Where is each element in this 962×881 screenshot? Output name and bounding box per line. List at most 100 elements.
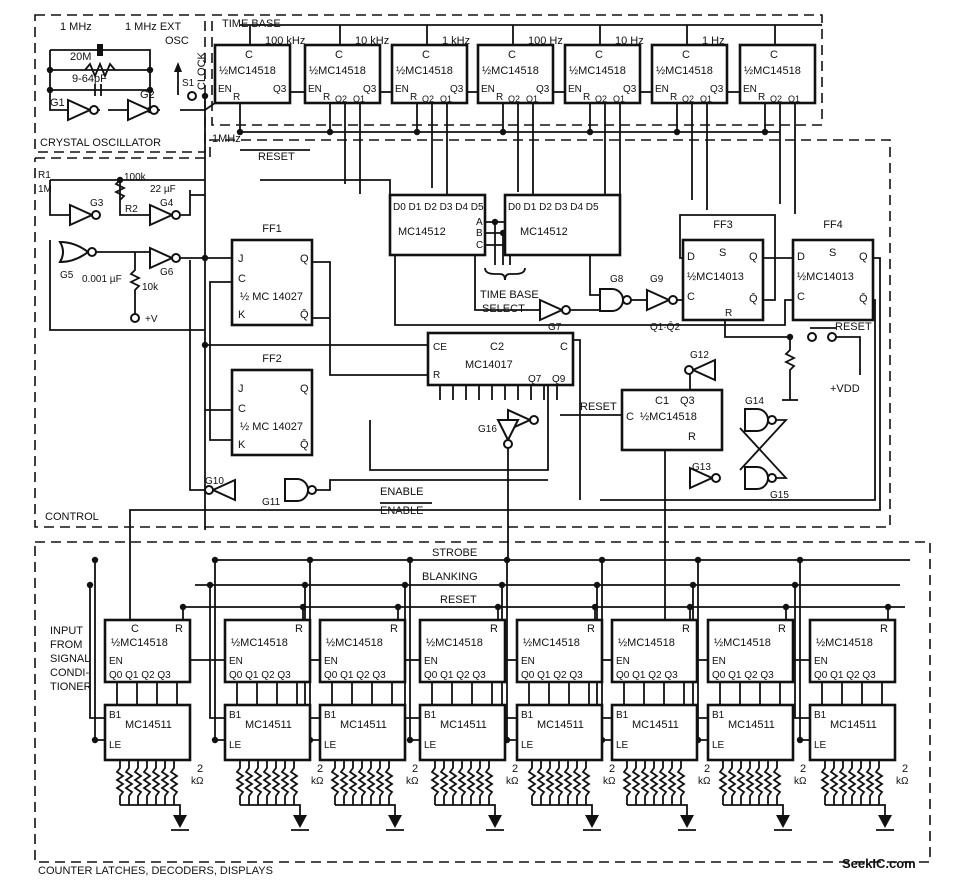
resistor-unit: kΩ (896, 776, 909, 787)
vplus-terminal (130, 313, 140, 323)
display-led-icon (388, 815, 402, 828)
capacitor-label: 0.001 µF (82, 274, 122, 285)
resistor-icon (667, 760, 677, 805)
switch-s1 (187, 91, 197, 101)
pin-q3: Q3 (680, 395, 695, 407)
time-base-section (211, 14, 823, 126)
resistor-icon (253, 760, 263, 805)
pin-q: Q0 Q1 Q2 Q3 (324, 670, 386, 681)
gate-label: G14 (745, 396, 764, 407)
chip-label: ½MC14518 (523, 637, 580, 649)
junction-dot (782, 603, 790, 611)
inverter-g7 (539, 298, 565, 322)
resistor-unit: kΩ (191, 776, 204, 787)
gate-label: G1 (50, 97, 65, 109)
junction-dot (206, 581, 214, 589)
junction-dot (503, 556, 511, 564)
resistor-icon (622, 760, 632, 805)
pin-en: EN (481, 84, 495, 95)
chip-label: MC14511 (830, 719, 877, 731)
resistor-icon (838, 760, 848, 805)
resistor-icon (84, 61, 116, 79)
wire (120, 804, 181, 815)
junction-dot (884, 603, 892, 611)
nor-bubble (87, 247, 97, 257)
pin-r: R (295, 623, 303, 635)
resistor-10k-icon (128, 252, 142, 315)
wire (49, 90, 70, 111)
wire (435, 804, 496, 815)
pin-c: C (238, 273, 246, 285)
chip-name: C1 (655, 395, 669, 407)
inverter-g4 (149, 203, 175, 227)
resistor-icon (658, 760, 668, 805)
pin-q: Q (300, 253, 309, 265)
pin-b1: B1 (814, 710, 827, 721)
pin-q: Q (749, 251, 758, 263)
pin-en: EN (308, 84, 322, 95)
wire (739, 427, 789, 479)
counter-chip-7 (808, 618, 897, 684)
pin-c: C (626, 411, 634, 423)
nand-bubble (767, 415, 777, 425)
decoder-chip-4 (515, 703, 604, 762)
resistor-icon (384, 760, 394, 805)
pin-q3: Q3 (363, 84, 377, 95)
resistor-icon (763, 760, 773, 805)
inverter-bubble (529, 415, 539, 425)
pin-r: R (175, 623, 183, 635)
pin-r: R (433, 370, 440, 381)
mux-data-pins: D0 D1 D2 D3 D4 D5 (508, 202, 599, 213)
pin-r: R (880, 623, 888, 635)
resistor-icon (271, 760, 281, 805)
pin-en: EN (324, 656, 338, 667)
pin-r: R (688, 431, 696, 443)
pin-q: Q0 Q1 Q2 Q3 (521, 670, 583, 681)
wire (409, 560, 420, 741)
resistor-icon (124, 760, 134, 805)
wire (697, 560, 708, 741)
resistor-label: R1 (38, 170, 51, 181)
junction-dot (406, 556, 414, 564)
resistor-icon (289, 760, 299, 805)
pin-c: C (595, 49, 603, 61)
frequency-label: 100 Hz (528, 35, 563, 47)
gate-label: G5 (60, 270, 74, 281)
inverter-g6 (149, 246, 175, 270)
resistor-icon (466, 760, 476, 805)
ext-osc-label: OSC (165, 35, 189, 47)
gate-label: G9 (650, 274, 664, 285)
pin-q3: Q3 (623, 84, 637, 95)
resistor-icon (727, 760, 737, 805)
inverter-bubble (668, 295, 678, 305)
resistor-value: 2 (512, 763, 518, 775)
resistor-value: 2 (800, 763, 806, 775)
pin-j: J (238, 383, 244, 395)
pin-q: Q0 Q1 Q2 Q3 (814, 670, 876, 681)
resistor-icon (280, 760, 290, 805)
capacitor-label: 22 µF (150, 184, 176, 195)
decoder-chip-6 (706, 703, 795, 762)
pin-le: LE (109, 740, 122, 751)
reset-switch-contact (827, 332, 837, 342)
decoder-chip-2 (318, 703, 407, 762)
counter-section-title: COUNTER LATCHES, DECODERS, DISPLAYS (38, 865, 273, 877)
pin-q2: Q2 (508, 94, 520, 104)
pin-q1: Q1 (788, 94, 800, 104)
time-base-counter-0 (213, 43, 292, 105)
display-led-icon (293, 815, 307, 828)
pin-b1: B1 (712, 710, 725, 721)
resistor-icon (448, 760, 458, 805)
pin-le: LE (424, 740, 437, 751)
pin-r: R (233, 92, 240, 103)
resistor-value: 2 (197, 763, 203, 775)
pin-b1: B1 (324, 710, 337, 721)
flip-flop-name: FF1 (262, 223, 282, 235)
section-borders (34, 14, 931, 863)
nand-gate-g14 (744, 408, 769, 432)
pin-r: R (583, 92, 590, 103)
resistor-icon (457, 760, 467, 805)
pin-r: R (778, 623, 786, 635)
display-led-icon (585, 815, 599, 828)
junction-dot (791, 581, 799, 589)
